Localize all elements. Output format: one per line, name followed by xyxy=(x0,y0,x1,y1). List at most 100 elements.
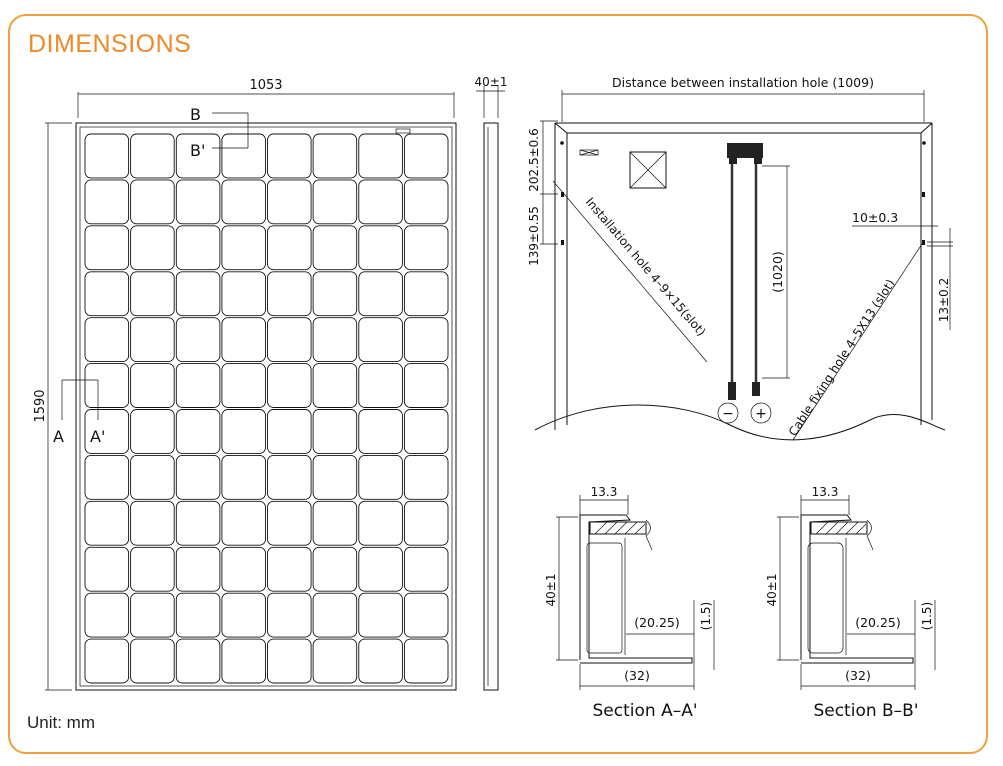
solar-cell xyxy=(175,409,221,454)
flange-dimension: (20.25) xyxy=(634,615,680,630)
solar-cell xyxy=(312,638,358,684)
solar-cell xyxy=(403,225,449,271)
solar-cell xyxy=(84,363,130,408)
solar-cell xyxy=(221,454,266,500)
solar-cell xyxy=(267,592,312,638)
section-a-prime-marker: A' xyxy=(90,427,105,446)
edge-distance-dimension: 10±0.3 xyxy=(852,210,898,225)
solar-cell xyxy=(175,546,221,592)
section-b-marker: B xyxy=(190,105,201,124)
solar-cell xyxy=(358,271,403,317)
solar-cell xyxy=(312,133,358,179)
solar-cell xyxy=(358,454,403,500)
solar-cell xyxy=(84,179,130,225)
height-dimension: 40±1 xyxy=(544,574,558,607)
width-dimension: 1053 xyxy=(249,78,282,93)
solar-cell xyxy=(84,133,130,179)
solar-cell xyxy=(267,409,312,454)
solar-cell xyxy=(175,133,221,179)
solar-cell xyxy=(175,363,221,408)
solar-cell xyxy=(84,225,130,271)
side-view: 40±1 xyxy=(475,75,507,691)
solar-cell xyxy=(130,638,175,684)
solar-cell xyxy=(358,500,403,546)
thickness-dimension: (1.5) xyxy=(699,602,713,630)
solar-cell xyxy=(312,409,358,454)
section-b-prime-marker: B' xyxy=(190,141,205,160)
back-view: Distance between installation hole (1009… xyxy=(527,75,953,441)
solar-cell xyxy=(267,225,312,271)
solar-cell xyxy=(130,500,175,546)
solar-cell xyxy=(84,546,130,592)
section-a-marker: A xyxy=(53,427,64,446)
solar-cell xyxy=(312,179,358,225)
solar-cell xyxy=(312,317,358,363)
solar-cell xyxy=(403,317,449,363)
solar-cell xyxy=(267,363,312,408)
solar-cell xyxy=(175,179,221,225)
solar-cell xyxy=(403,271,449,317)
solar-cell xyxy=(130,317,175,363)
solar-cell xyxy=(312,592,358,638)
solar-cell xyxy=(267,271,312,317)
positive-terminal-label: + xyxy=(755,406,767,422)
lip-dimension: 13.3 xyxy=(591,485,618,499)
section-title: Section A–A' xyxy=(593,701,698,721)
solar-cell xyxy=(358,409,403,454)
width-dimension: (32) xyxy=(624,668,650,683)
content-frame xyxy=(8,14,988,754)
solar-cell xyxy=(221,409,266,454)
solar-cell xyxy=(84,454,130,500)
solar-cell xyxy=(175,271,221,317)
solar-cell xyxy=(267,179,312,225)
solar-cell xyxy=(221,363,266,408)
solar-cell xyxy=(221,546,266,592)
solar-cell xyxy=(175,225,221,271)
unit-label: Unit: mm xyxy=(27,713,95,732)
solar-cell xyxy=(403,638,449,684)
solar-cell xyxy=(221,638,266,684)
solar-cell xyxy=(175,454,221,500)
solar-cell xyxy=(84,409,130,454)
solar-cell xyxy=(358,133,403,179)
solar-cell xyxy=(403,363,449,408)
solar-cell xyxy=(84,592,130,638)
solar-cell xyxy=(358,179,403,225)
solar-cell xyxy=(84,638,130,684)
height-dimension: 1590 xyxy=(33,389,48,422)
solar-cell xyxy=(175,592,221,638)
solar-cell xyxy=(312,454,358,500)
solar-cell xyxy=(267,454,312,500)
solar-cell xyxy=(175,500,221,546)
solar-cell xyxy=(403,454,449,500)
solar-cell xyxy=(358,592,403,638)
top-hole-dimension: 202.5±0.6 xyxy=(527,128,541,192)
solar-cell xyxy=(312,546,358,592)
solar-cell xyxy=(130,454,175,500)
solar-cell xyxy=(358,638,403,684)
section-b-b: 13.3 40±1 (20.25) (1.5) (32) Section B–B… xyxy=(765,485,936,721)
solar-cell xyxy=(175,638,221,684)
solar-cell xyxy=(403,592,449,638)
slot-dimension: 13±0.2 xyxy=(937,278,951,322)
solar-cell xyxy=(130,179,175,225)
solar-cell xyxy=(358,317,403,363)
solar-cell xyxy=(221,271,266,317)
thickness-dimension: (1.5) xyxy=(920,602,934,630)
solar-cell xyxy=(267,546,312,592)
solar-cell xyxy=(358,363,403,408)
solar-cell xyxy=(403,546,449,592)
solar-cell xyxy=(403,179,449,225)
solar-cell xyxy=(312,363,358,408)
solar-cell xyxy=(221,179,266,225)
solar-cell xyxy=(130,225,175,271)
section-title: Section B–B' xyxy=(813,701,918,721)
solar-cell xyxy=(358,225,403,271)
solar-cell xyxy=(358,546,403,592)
page-title: DIMENSIONS xyxy=(28,30,192,58)
lip-dimension: 13.3 xyxy=(812,485,839,499)
solar-cell xyxy=(312,500,358,546)
solar-cell xyxy=(221,592,266,638)
flange-dimension: (20.25) xyxy=(855,615,901,630)
